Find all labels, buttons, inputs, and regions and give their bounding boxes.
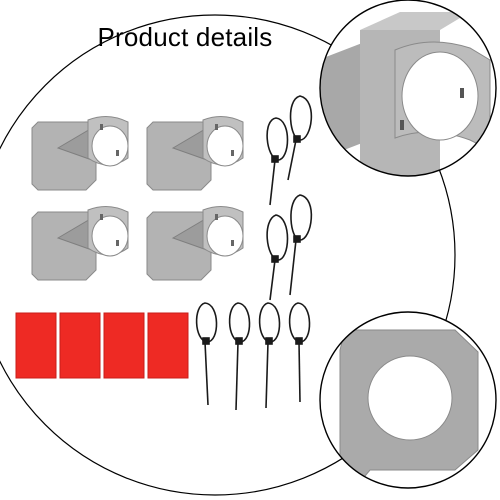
bracket-clip-closeup [319,0,497,177]
adhesive-pad [59,312,101,379]
background-outline-circle [0,14,456,496]
page-title: Product details [97,22,273,52]
bracket [31,206,129,281]
cable-tie [289,194,313,296]
bracket-group [31,116,244,281]
bracket [146,116,244,191]
cable-tie [288,302,311,403]
cable-tie [287,95,313,181]
bracket-base-plate-closeup [319,311,497,489]
adhesive-pad [147,312,189,379]
bracket [31,116,129,191]
adhesive-pad-group [15,312,189,379]
adhesive-pad [103,312,145,379]
cable-tie [266,214,289,301]
adhesive-pad [15,312,57,379]
cable-tie [266,117,289,206]
cable-tie-column [266,95,313,301]
cable-tie-row [195,302,311,411]
cable-tie [195,302,218,406]
cable-tie [258,302,281,409]
bracket [146,206,244,281]
cable-tie [228,302,251,411]
